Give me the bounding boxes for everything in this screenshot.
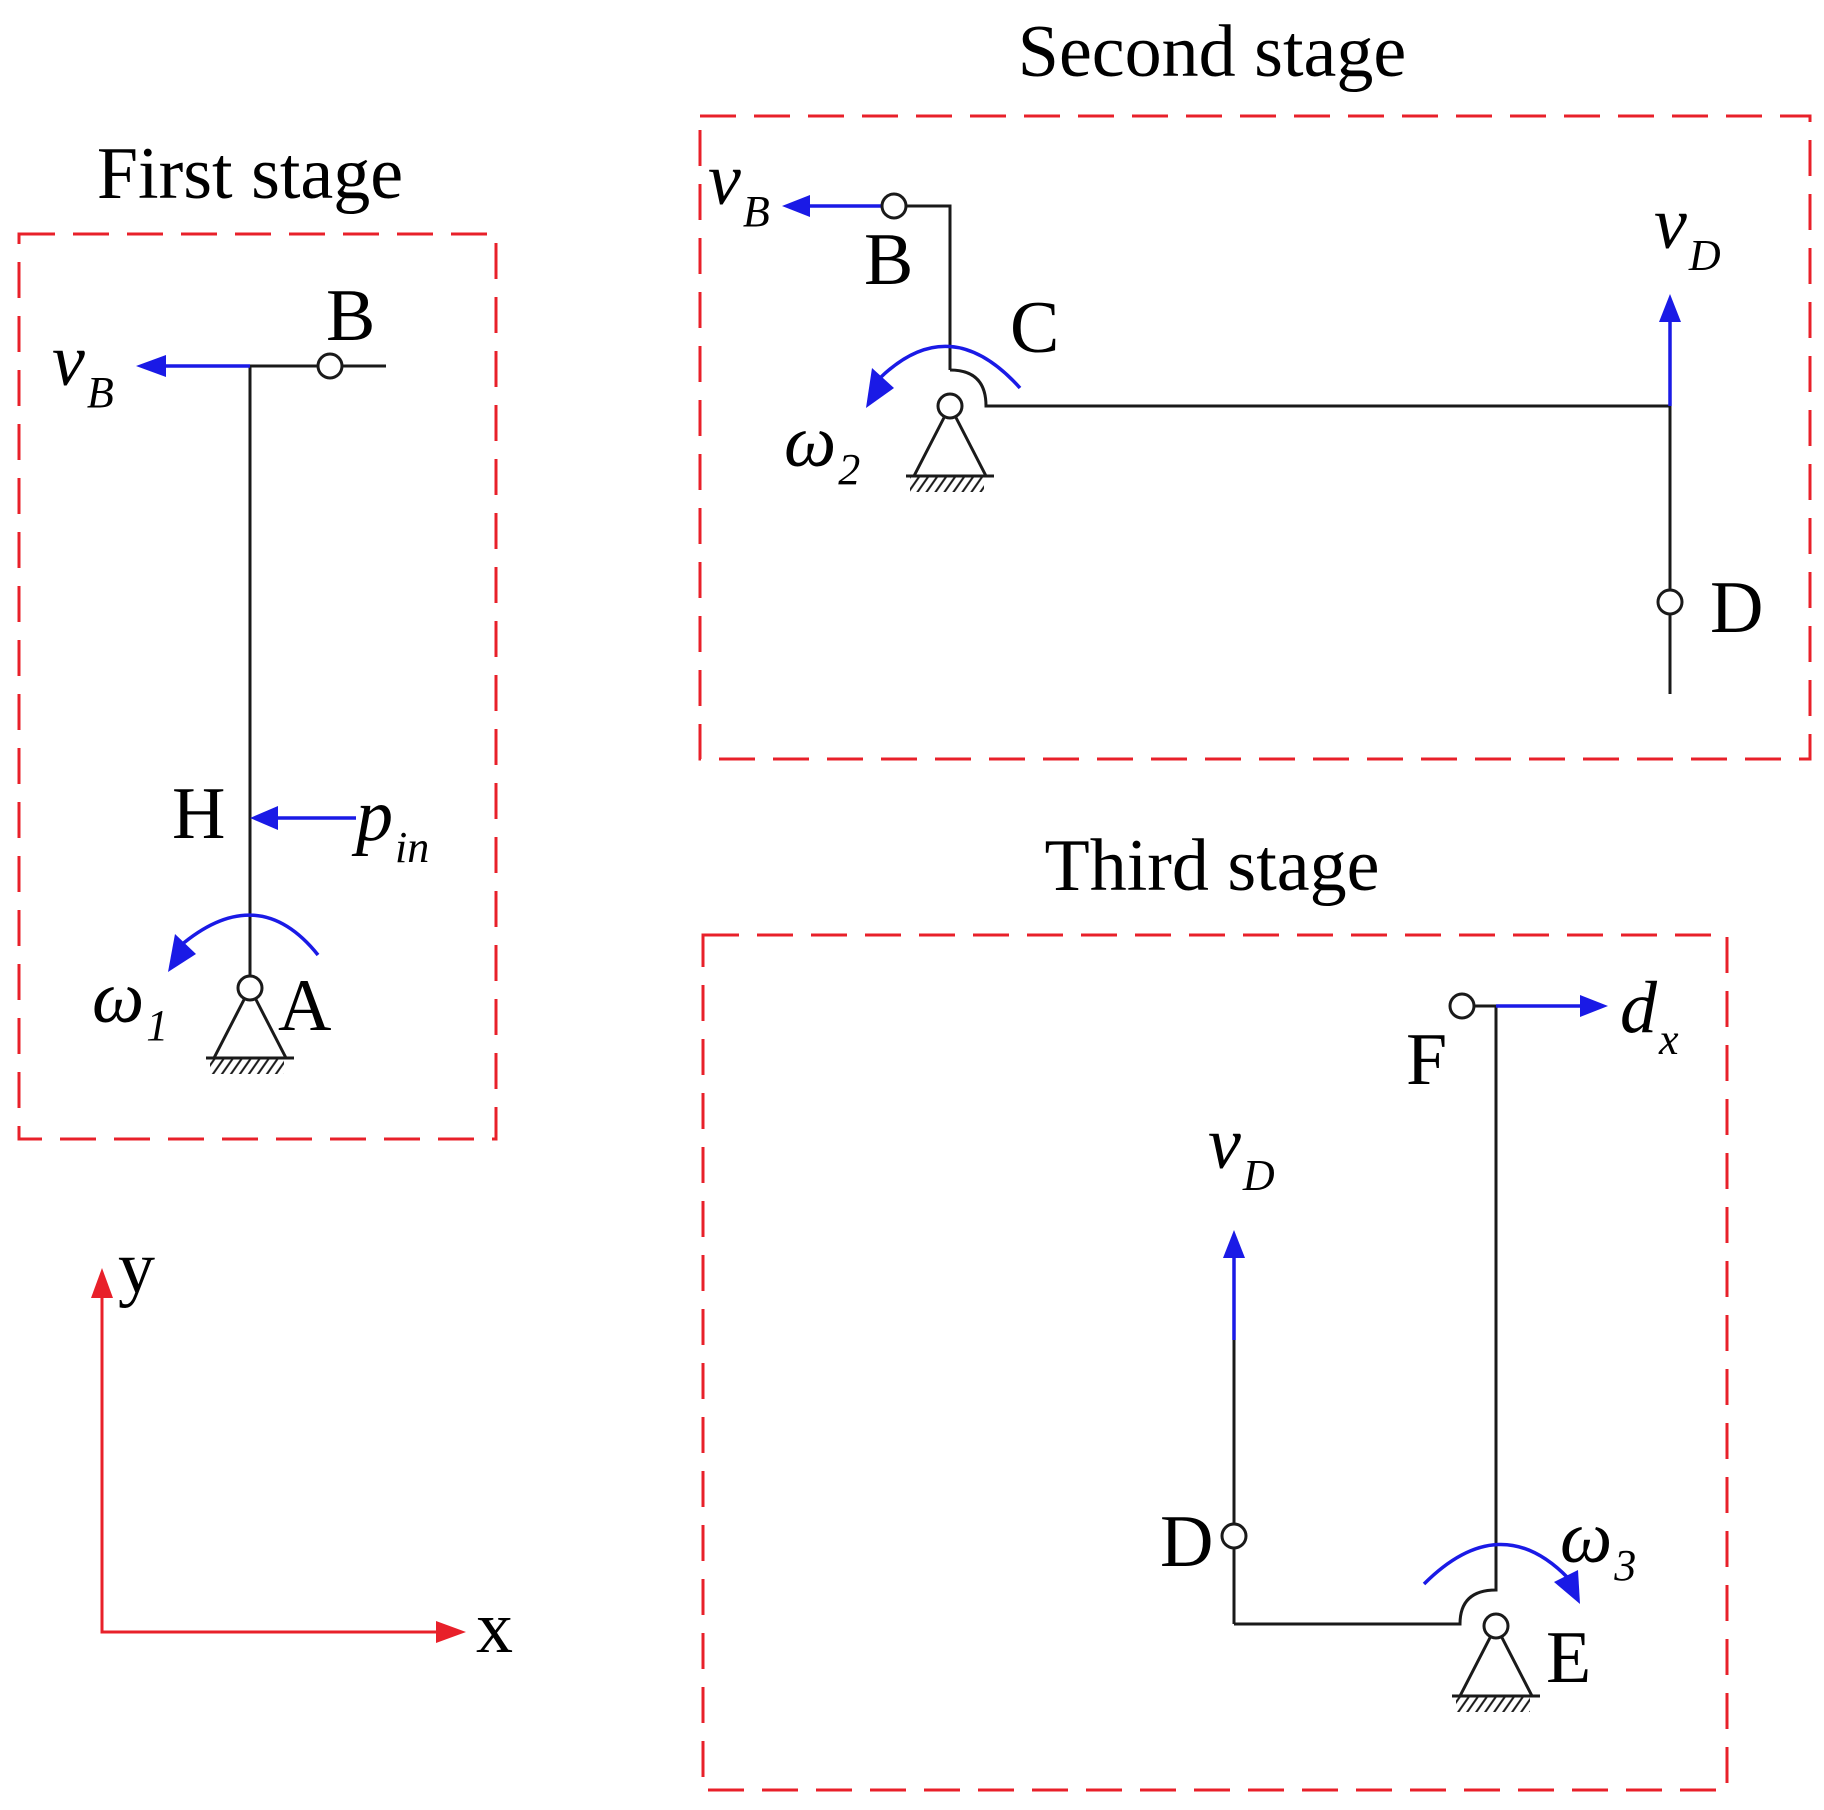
omega3-label: ω3 [1560,1497,1636,1590]
vd3-label: vD [1208,1103,1275,1200]
second-stage-frame [698,114,1812,761]
link-bc [894,204,952,370]
first-stage: First stage vB B H pin ω1 A [17,133,498,1141]
omega3-arc [1422,1542,1570,1586]
pin-a [236,974,264,1002]
point-b2-label: B [864,219,913,301]
point-d2-label: D [1710,567,1763,649]
omega2-label: ω2 [784,401,860,494]
point-c-label: C [1010,287,1059,369]
coordinate-axes: y x [91,1227,513,1669]
point-e-label: E [1546,1617,1591,1699]
point-a-label: A [278,965,331,1047]
pin-b2 [880,192,908,220]
vb-label: vB [52,320,114,417]
omega2-arc-head [866,368,894,408]
link-cd-horizontal [949,368,1670,408]
third-stage: Third stage vD D F dx ω3 E [701,825,1729,1792]
dx-label: dx [1620,967,1679,1064]
first-stage-frame [17,232,498,1141]
pin-b [316,352,344,380]
point-b-label: B [326,275,375,357]
pin-d3 [1220,1522,1248,1550]
pin-f [1448,992,1476,1020]
third-stage-title: Third stage [1045,825,1380,907]
pin-d2 [1656,588,1684,616]
point-h-label: H [172,773,225,855]
vb2-label: vB [708,139,770,236]
vb2-arrow-head [782,195,810,217]
second-stage: Second stage vB B C ω2 vD D [698,11,1812,761]
ground-hatch-c [910,476,984,492]
vd2-label: vD [1654,183,1721,280]
vd2-arrow-head [1659,294,1681,322]
link-def [1234,1004,1498,1626]
omega2-arc [878,344,1022,390]
y-axis-label: y [118,1227,155,1309]
vb-arrow-head [136,355,166,377]
second-stage-title: Second stage [1018,11,1406,93]
ground-hatch-e [1456,1696,1530,1712]
pin-c [936,392,964,420]
omega1-arc [178,913,320,957]
vd3-arrow-head [1223,1230,1245,1258]
axes-lines [100,1290,440,1634]
x-axis-label: x [476,1587,513,1669]
point-f-label: F [1406,1019,1447,1101]
omega1-arc-head [168,934,196,972]
x-axis-head [436,1621,466,1643]
omega3-arc-head [1554,1570,1580,1604]
y-axis-head [91,1268,113,1298]
third-stage-frame [701,933,1729,1792]
omega1-label: ω1 [92,957,168,1050]
pin-e [1482,1612,1510,1640]
pin-label: pin [351,775,429,872]
pin-force-head [250,806,278,830]
first-stage-title: First stage [97,133,403,215]
point-d3-label: D [1160,1501,1213,1583]
dx-arrow-head [1580,995,1608,1017]
ground-hatch-a [210,1058,284,1074]
